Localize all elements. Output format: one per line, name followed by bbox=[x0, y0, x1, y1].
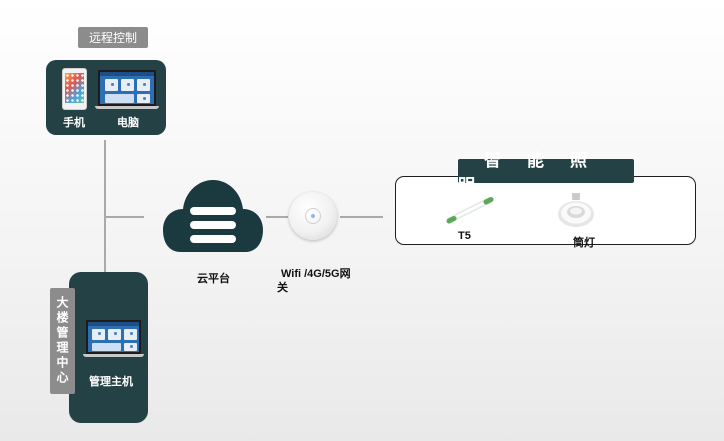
gateway-label-line2: 关 bbox=[277, 282, 288, 294]
phone-icon bbox=[62, 68, 87, 110]
wifi-gateway-icon bbox=[289, 192, 337, 240]
gateway-label-line1: Wifi /4G/5G网 bbox=[281, 268, 351, 280]
connector-remote-vertical bbox=[104, 140, 106, 272]
management-host-base bbox=[83, 354, 144, 357]
downlight-label: 筒灯 bbox=[573, 237, 595, 249]
cloud-platform-label: 云平台 bbox=[197, 273, 230, 285]
smart-lighting-title: 智能照明 bbox=[458, 151, 634, 195]
t5-tube-icon bbox=[446, 197, 494, 224]
downlight-icon bbox=[558, 193, 594, 227]
computer-label: 电脑 bbox=[117, 117, 139, 129]
connector-to-cloud bbox=[104, 216, 144, 218]
remote-control-tag: 远程控制 bbox=[78, 27, 148, 48]
phone-label: 手机 bbox=[63, 117, 85, 129]
computer-base bbox=[95, 106, 159, 109]
smart-lighting-panel bbox=[395, 176, 696, 245]
building-center-tag: 大楼管理中心 bbox=[50, 288, 75, 394]
connector-router-lighting bbox=[340, 216, 383, 218]
management-host-label: 管理主机 bbox=[89, 376, 133, 388]
t5-label: T5 bbox=[458, 230, 471, 242]
cloud-platform-icon bbox=[163, 180, 263, 252]
management-host-icon bbox=[86, 320, 141, 354]
connector-cloud-router bbox=[266, 216, 288, 218]
computer-icon bbox=[98, 70, 156, 106]
